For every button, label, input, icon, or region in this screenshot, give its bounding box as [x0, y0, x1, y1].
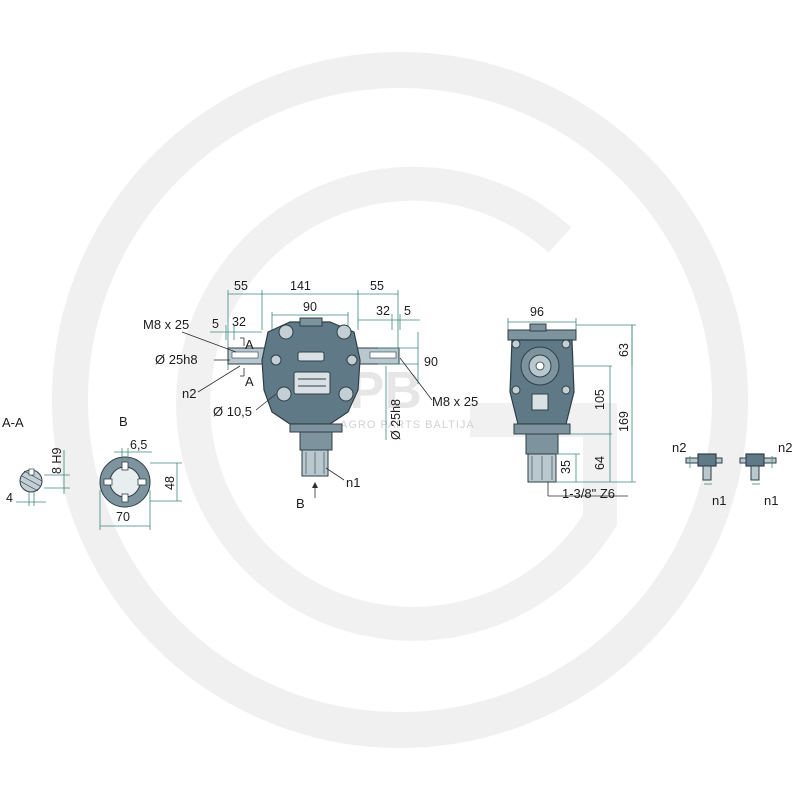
spline-label: 1-3/8" Z6: [562, 486, 615, 501]
housing-bolt: [336, 324, 352, 340]
bore-diameter: Ø 10,5: [213, 404, 252, 419]
housing-name-plate: [293, 371, 331, 395]
dim-90-top: 90: [303, 300, 317, 314]
thread-label-right: M8 x 25: [432, 394, 478, 409]
rotation-right-n1: n1: [764, 493, 778, 508]
shaft-diameter-right: Ø 25h8: [389, 399, 403, 440]
label-n2: n2: [182, 386, 196, 401]
dim-8h9: 8 H9: [50, 448, 64, 474]
thread-label-left: M8 x 25: [143, 317, 189, 332]
dim-90-side: 90: [424, 355, 438, 369]
dim-5-left: 5: [212, 317, 219, 331]
dim-32-left: 32: [232, 315, 246, 329]
dim-35: 35: [559, 460, 573, 474]
dim-105: 105: [593, 389, 607, 410]
label-n1: n1: [346, 475, 360, 490]
dim-64: 64: [593, 456, 607, 470]
rotation-diagram-left: n2 n1: [672, 440, 726, 508]
view-b: B 6,5 48 70: [99, 414, 182, 530]
side-view: 96 63 105 169 64 35 1-3/8" Z6: [507, 305, 636, 501]
dim-96: 96: [530, 305, 544, 319]
dim-5-right: 5: [404, 304, 411, 318]
front-view-left-keyway: [231, 351, 259, 359]
housing-bolt: [278, 324, 294, 340]
gearbox-output-collar: [299, 431, 333, 451]
side-output-collar: [525, 433, 559, 455]
dim-32-right: 32: [376, 304, 390, 318]
rotation-diagram-right: n2 n1: [739, 440, 792, 508]
housing-bolt: [276, 386, 292, 402]
watermark-ring: [52, 52, 748, 748]
dim-48: 48: [163, 476, 177, 490]
front-view-right-keyway: [369, 351, 397, 359]
gearbox-top-plug: [299, 317, 323, 327]
watermark-tagline: AGRO PARTS BALTIJA: [340, 419, 475, 431]
rotation-left-n1: n1: [712, 493, 726, 508]
section-aa-keyway: [28, 468, 35, 476]
rotation-left-n2: n2: [672, 440, 686, 455]
section-marker-a-top: A: [245, 337, 254, 352]
dim-63: 63: [617, 343, 631, 357]
section-aa-view: A-A 8 H9 4: [2, 415, 70, 506]
watermark: APB AGRO PARTS BALTIJA: [52, 52, 748, 748]
view-b-bore: [109, 466, 141, 498]
view-b-marker: B: [296, 496, 305, 511]
view-b-title: B: [119, 414, 128, 429]
side-lower-flange: [513, 423, 571, 435]
rotation-right-n2: n2: [778, 440, 792, 455]
dim-141: 141: [290, 279, 311, 293]
section-aa-title: A-A: [2, 415, 24, 430]
housing-bolt: [338, 386, 354, 402]
gearbox-lower-flange: [289, 423, 343, 433]
housing-bolt: [346, 354, 358, 366]
shaft-diameter-left: Ø 25h8: [155, 352, 198, 367]
dim-169: 169: [617, 411, 631, 432]
dim-55-left: 55: [234, 279, 248, 293]
housing-bolt: [270, 354, 282, 366]
dim-70: 70: [116, 510, 130, 524]
section-marker-a-bottom: A: [245, 374, 254, 389]
dim-6-5: 6,5: [130, 438, 147, 452]
watermark-g-shape: [176, 166, 617, 641]
housing-label-plate: [297, 351, 325, 362]
front-view: 55 141 55 90 5 32 32 5 A A: [143, 279, 478, 511]
dim-55-right: 55: [370, 279, 384, 293]
dim-4: 4: [6, 491, 13, 505]
